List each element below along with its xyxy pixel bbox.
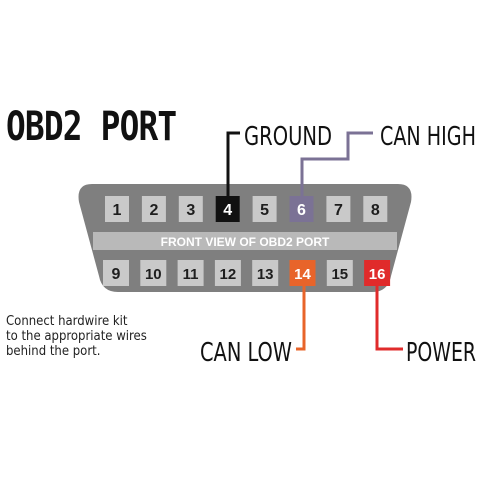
pin-16-label: 16	[369, 266, 386, 283]
pin-1-label: 1	[113, 202, 122, 219]
pin-14-label: 14	[294, 266, 311, 283]
pin-6-label: 6	[297, 202, 306, 219]
can-high-wire	[300, 131, 373, 196]
pin-row-bottom: 9 10 11 12 13 14 15 16	[103, 260, 391, 286]
pin-8-label: 8	[371, 202, 380, 219]
pin-13-box	[252, 260, 279, 286]
pin-3-box	[178, 196, 203, 222]
ground-wire	[226, 131, 240, 196]
pin-4-ground-box	[215, 196, 240, 222]
pin-12-box	[214, 260, 241, 286]
can-high-label: CAN HIGH	[380, 122, 476, 152]
pin-7-box	[326, 196, 351, 222]
pin-13-label: 13	[257, 266, 274, 283]
pin-11-label: 11	[183, 266, 199, 283]
page-title: OBD2 PORT	[6, 104, 177, 150]
pin-9-label: 9	[112, 266, 121, 283]
pin-10-box	[140, 260, 167, 286]
power-label: POWER	[406, 338, 476, 368]
pin-4-label: 4	[223, 202, 232, 219]
pin-1-box	[105, 196, 129, 222]
pin-12-label: 12	[220, 266, 237, 283]
pin-5-box	[252, 196, 277, 222]
pin-8-box	[363, 196, 388, 222]
note-line: Connect hardwire kit	[6, 314, 128, 329]
pin-5-label: 5	[260, 202, 269, 219]
note-line: behind the port.	[6, 344, 101, 359]
pin-7-label: 7	[334, 202, 343, 219]
can-low-label: CAN LOW	[200, 338, 292, 368]
pin-10-label: 10	[145, 266, 162, 283]
pin-9-box	[103, 260, 129, 286]
ground-label: GROUND	[244, 122, 332, 152]
connector-band	[93, 232, 397, 250]
pin-row-top: 1 2 3 4 5 6 7 8	[105, 196, 388, 222]
pin-6-can-high-box	[289, 196, 314, 222]
pin-3-label: 3	[186, 202, 195, 219]
pin-2-box	[141, 196, 166, 222]
pin-15-box	[326, 260, 353, 286]
pin-2-label: 2	[149, 202, 158, 219]
pin-16-power-box	[364, 260, 391, 286]
pin-11-box	[177, 260, 204, 286]
pin-14-can-low-box	[289, 260, 316, 286]
instruction-note: Connect hardwire kit to the appropriate …	[6, 314, 147, 359]
connector-caption: FRONT VIEW OF OBD2 PORT	[161, 235, 330, 249]
note-line: to the appropriate wires	[6, 329, 147, 344]
can-low-wire	[296, 286, 306, 351]
power-wire	[375, 286, 403, 351]
pin-15-label: 15	[331, 266, 348, 283]
